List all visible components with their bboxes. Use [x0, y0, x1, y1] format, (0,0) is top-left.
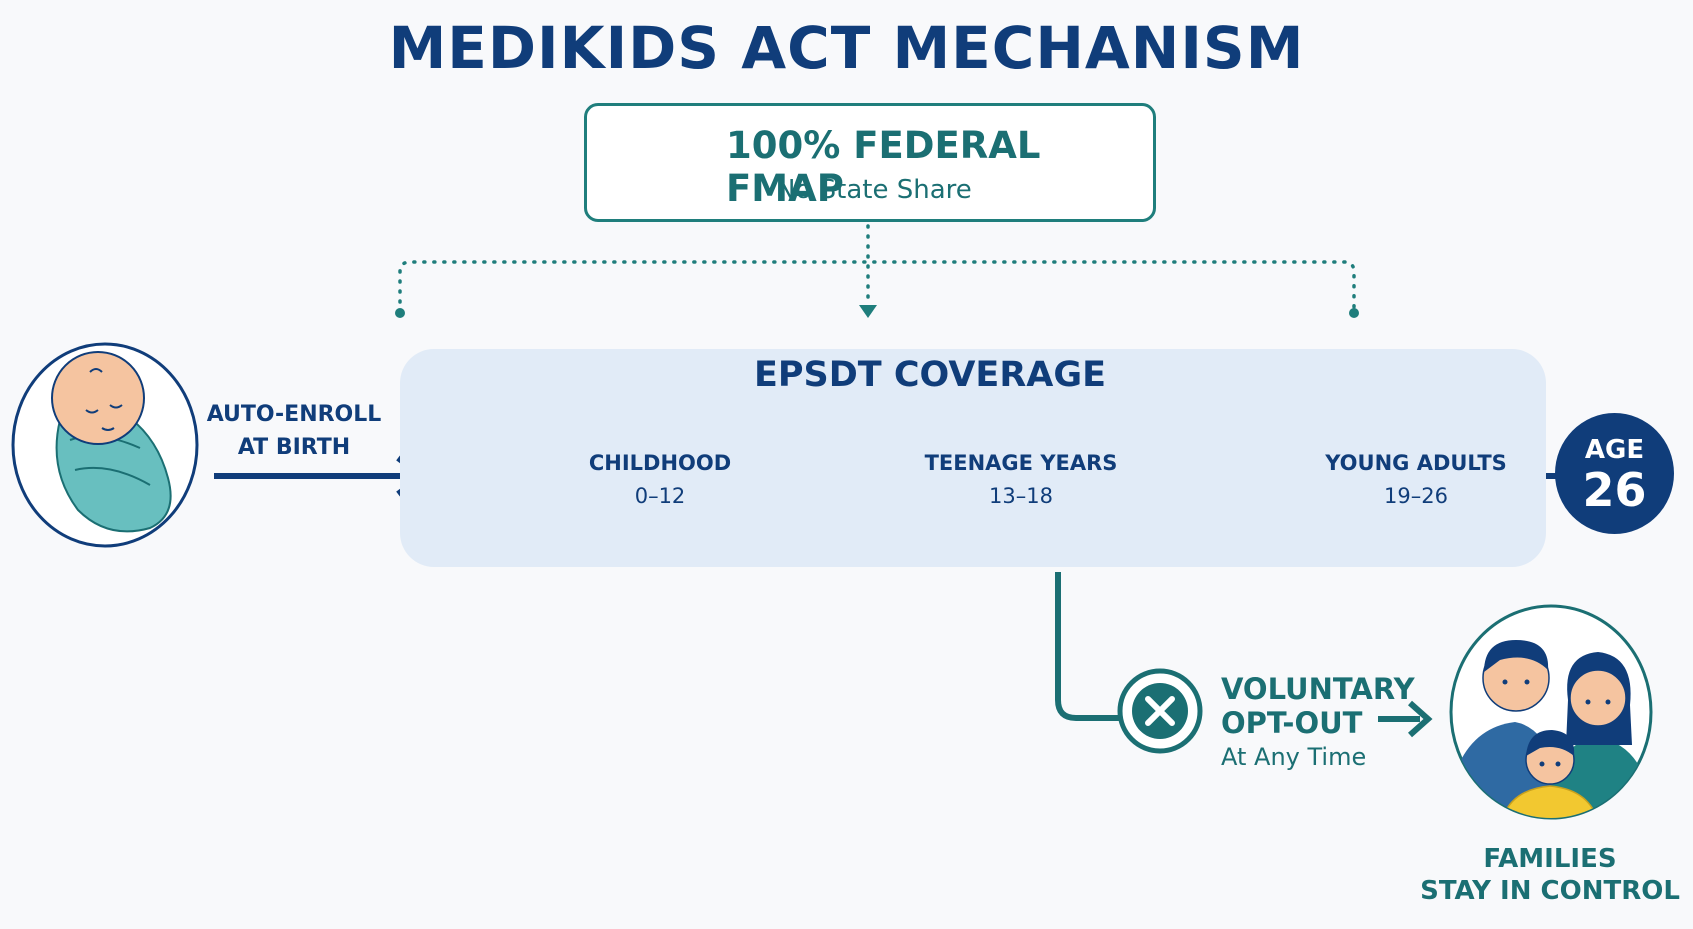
coverage-band: [400, 349, 1546, 567]
connector-dot-left: [395, 308, 405, 318]
connector-arrow-down: [859, 305, 877, 318]
close-icon: [1117, 668, 1203, 754]
families-line2: STAY IN CONTROL: [1420, 876, 1680, 906]
stage-teen-label: TEENAGE YEARS: [924, 451, 1118, 475]
stage-young-adult: YOUNG ADULTS 19–26: [1311, 447, 1521, 513]
stage-childhood: CHILDHOOD 0–12: [555, 447, 765, 513]
optout-subtitle: At Any Time: [1221, 743, 1367, 771]
funding-box: [584, 103, 1156, 222]
enroll-label: AUTO-ENROLL AT BIRTH: [194, 398, 394, 464]
funding-title: 100% FEDERAL FMAP: [726, 124, 1041, 210]
stage-childhood-label: CHILDHOOD: [588, 451, 732, 475]
newborn-icon: [11, 342, 199, 548]
families-label: FAMILIES STAY IN CONTROL: [1420, 843, 1680, 907]
optout-line2: OPT-OUT: [1221, 706, 1363, 740]
optout-title: VOLUNTARY OPT-OUT: [1221, 672, 1451, 740]
enroll-label-line1: AUTO-ENROLL: [206, 402, 382, 427]
stage-teen: TEENAGE YEARS 13–18: [916, 447, 1126, 513]
families-line1: FAMILIES: [1483, 844, 1617, 874]
optout-line1: VOLUNTARY: [1221, 672, 1415, 706]
funding-subtitle: No State Share: [776, 175, 972, 205]
coverage-title: EPSDT COVERAGE: [753, 355, 1107, 395]
connector-dot-right: [1349, 308, 1359, 318]
stage-teen-range: 13–18: [989, 484, 1053, 508]
age-number: 26: [1582, 463, 1647, 517]
stage-young-adult-label: YOUNG ADULTS: [1325, 451, 1507, 475]
optout-connector: [1055, 572, 1124, 721]
enroll-label-line2: AT BIRTH: [237, 435, 351, 460]
age-word: AGE: [1584, 435, 1645, 465]
family-icon: [1449, 604, 1653, 820]
page-title: MEDIKIDS ACT MECHANISM: [388, 14, 1305, 82]
stage-childhood-range: 0–12: [634, 484, 686, 508]
stage-young-adult-range: 19–26: [1384, 484, 1448, 508]
age-limit-badge: AGE 26: [1555, 413, 1674, 534]
funding-connector: [398, 224, 1356, 314]
optout-arrow-head: [1408, 700, 1433, 738]
